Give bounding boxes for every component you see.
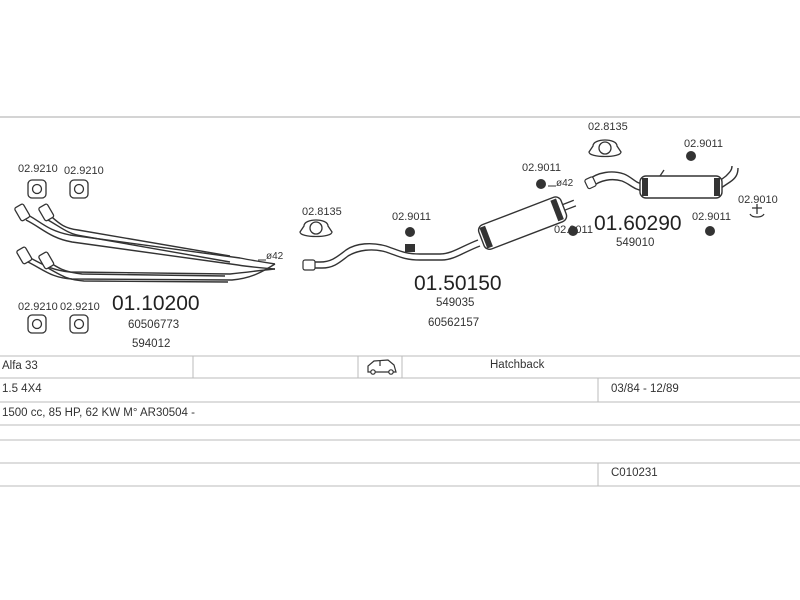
manifold-flanges xyxy=(14,203,55,270)
rear-silencer-ref1: 549010 xyxy=(616,237,654,249)
mount-icon-c xyxy=(568,226,578,236)
years-cell: 03/84 - 12/89 xyxy=(611,383,679,395)
gasket-label-bl2: 02.9210 xyxy=(60,301,100,313)
middle-pipe-sleeve xyxy=(302,259,316,271)
clamp-icon-mid xyxy=(299,219,333,238)
mount-label-d: 02.9011 xyxy=(692,211,731,223)
mount-label-b: 02.9011 xyxy=(684,138,723,150)
mount-label-a: 02.9011 xyxy=(522,162,561,174)
hanger-label: 02.9010 xyxy=(738,194,778,206)
mid-mount-block xyxy=(405,244,415,252)
clamp-icon-top xyxy=(588,139,622,158)
spec-cell: 1500 cc, 85 HP, 62 KW M° AR30504 - xyxy=(2,407,195,419)
front-pipe-ref2: 594012 xyxy=(132,338,170,350)
middle-silencer-body xyxy=(477,196,577,251)
front-pipe-ref1: 60506773 xyxy=(128,319,179,331)
hanger-icon xyxy=(749,204,765,218)
middle-silencer-ref2: 60562157 xyxy=(428,317,479,329)
diameter-label-mid: ø42 xyxy=(556,178,574,189)
middle-silencer-ref1: 549035 xyxy=(436,297,474,309)
diameter-label-front: ø42 xyxy=(266,251,284,262)
mount-label-c: 02.9011 xyxy=(554,224,593,236)
mount-icon-b xyxy=(686,151,696,161)
model-cell: Alfa 33 xyxy=(2,360,38,372)
clamp-label-mid: 02.8135 xyxy=(302,206,342,218)
info-table-grid xyxy=(0,355,800,487)
gasket-icons xyxy=(27,179,89,334)
rear-pipe-sleeve xyxy=(584,176,597,190)
gasket-label-tl2: 02.9210 xyxy=(64,165,104,177)
hatchback-car-icon xyxy=(367,359,397,375)
mount-icon-d xyxy=(705,226,715,236)
mount-icon-a xyxy=(536,179,546,189)
gasket-label-bl1: 02.9210 xyxy=(18,301,58,313)
front-pipe xyxy=(21,211,276,283)
rear-silencer-number: 01.60290 xyxy=(594,212,682,235)
engine-cell: 1.5 4X4 xyxy=(2,383,42,395)
rear-pipe xyxy=(587,165,739,192)
front-pipe-number: 01.10200 xyxy=(112,292,200,315)
rear-silencer-body xyxy=(639,169,723,199)
body-type-cell: Hatchback xyxy=(490,359,545,371)
catalog-code-cell: C010231 xyxy=(611,467,658,479)
mount-icon-mid xyxy=(405,227,415,237)
middle-pipe xyxy=(308,239,481,269)
middle-silencer-number: 01.50150 xyxy=(414,272,502,295)
gasket-label-tl1: 02.9210 xyxy=(18,163,58,175)
mount-label-mid: 02.9011 xyxy=(392,211,431,223)
clamp-label-top: 02.8135 xyxy=(588,121,628,133)
